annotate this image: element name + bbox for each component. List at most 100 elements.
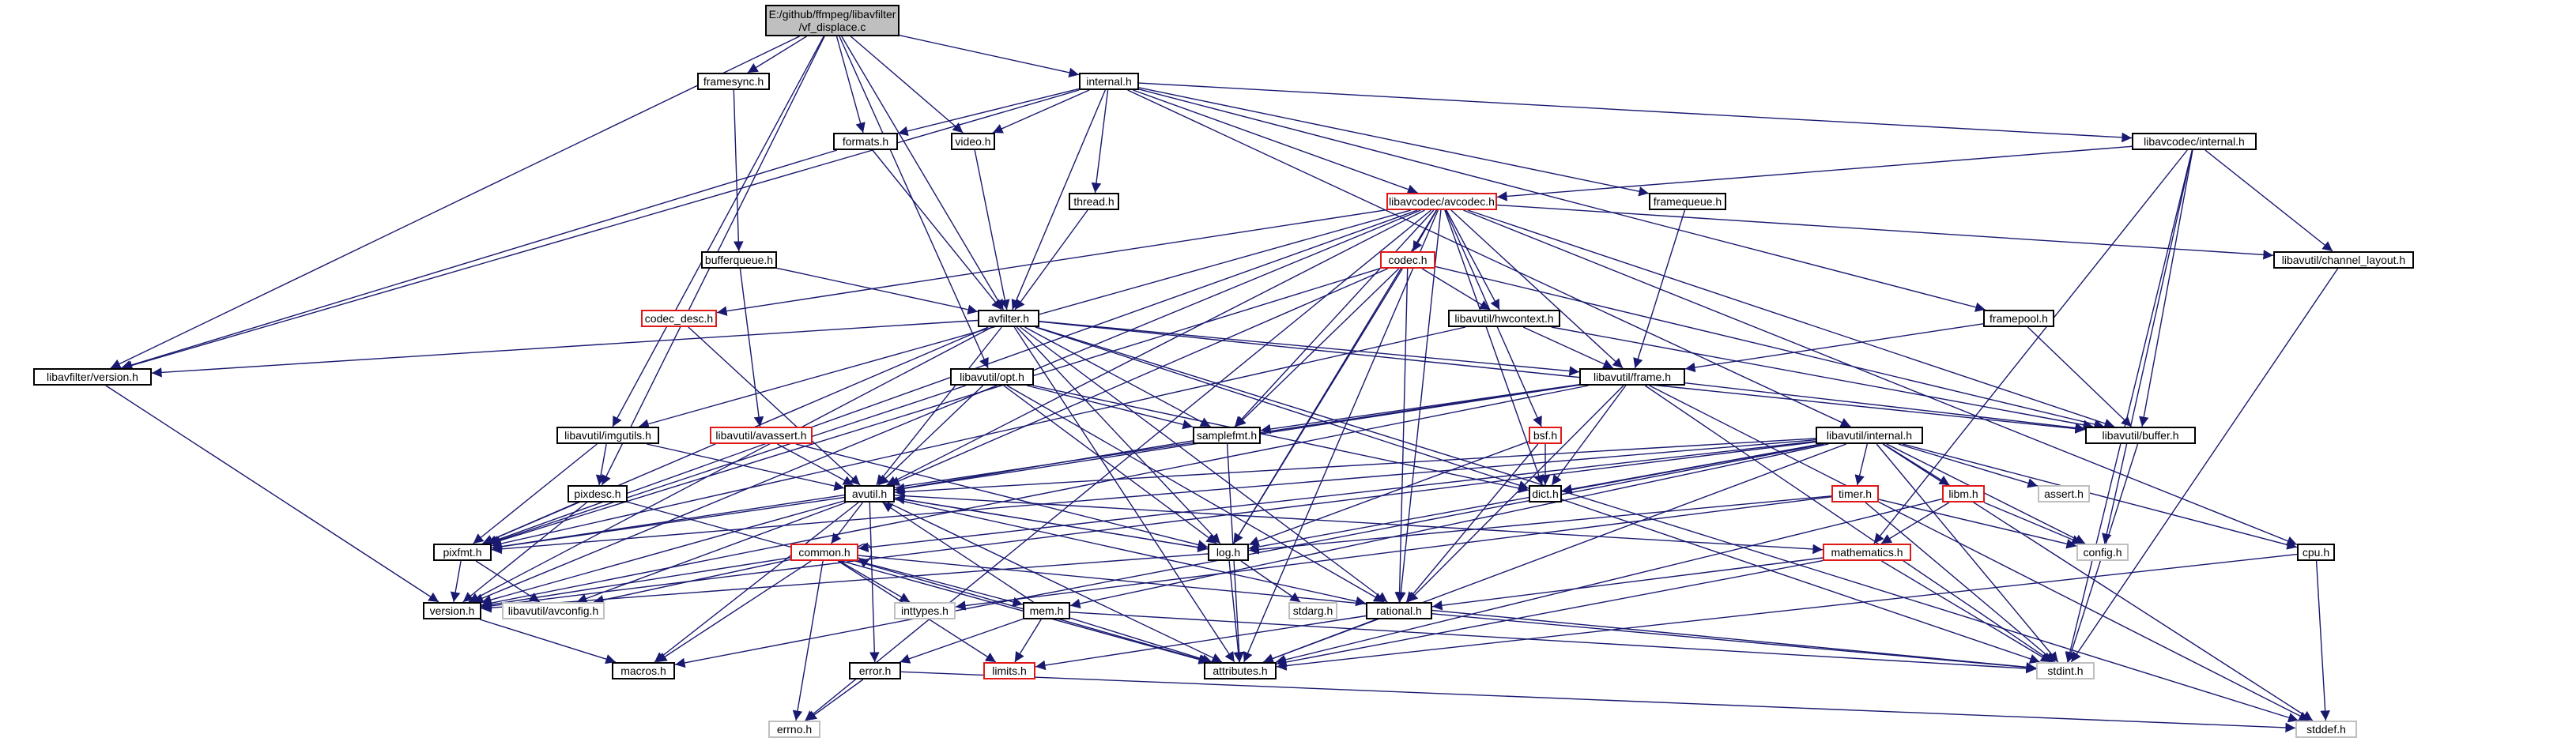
edge-frame-to-stdint <box>1644 385 2054 663</box>
edge-vf-displace-to-imgutils <box>612 36 824 427</box>
edge-imgutils-to-pixdesc <box>595 443 607 486</box>
node-vf-displace[interactable]: E:/github/ffmpeg/libavfilter /vf_displac… <box>765 5 900 36</box>
edge-frame-to-version <box>481 385 1589 608</box>
node-internal[interactable]: internal.h <box>1079 73 1139 90</box>
edge-avutil-to-mathematics <box>894 495 1824 555</box>
edge-imgutils-to-pixfmt <box>473 443 598 544</box>
node-log[interactable]: log.h <box>1208 544 1249 561</box>
node-errno[interactable]: errno.h <box>768 721 820 738</box>
node-config[interactable]: config.h <box>2076 544 2129 561</box>
edge-common-to-errno <box>792 560 824 721</box>
edge-avcodec-to-cpu <box>1463 209 2298 546</box>
edge-avfilter-to-lavfi-version <box>151 319 979 378</box>
edge-libm-to-config <box>1983 502 2083 544</box>
node-limits[interactable]: limits.h <box>983 662 1035 679</box>
edge-channel-layout-to-stdint <box>2070 268 2339 663</box>
node-dict[interactable]: dict.h <box>1529 485 1562 502</box>
edge-util-internal-to-avutil <box>894 438 1816 497</box>
edge-codec-to-pixfmt <box>490 268 1381 546</box>
node-samplefmt[interactable]: samplefmt.h <box>1193 427 1261 444</box>
node-libm[interactable]: libm.h <box>1942 485 1985 502</box>
edge-util-internal-to-cpu <box>1902 443 2298 550</box>
node-video[interactable]: video.h <box>951 133 995 150</box>
node-imgutils[interactable]: libavutil/imgutils.h <box>556 427 659 444</box>
edge-log-to-version <box>481 553 1209 613</box>
node-framepool[interactable]: framepool.h <box>1983 310 2054 327</box>
node-pixfmt[interactable]: pixfmt.h <box>433 544 492 561</box>
edge-vf-displace-to-formats <box>835 36 866 134</box>
node-mathematics[interactable]: mathematics.h <box>1823 544 1911 561</box>
edge-timer-to-stdint <box>1865 502 2056 663</box>
edge-libm-to-attributes <box>1275 498 1943 665</box>
edge-avutil-to-rational <box>894 499 1367 607</box>
node-framesync[interactable]: framesync.h <box>697 73 770 90</box>
node-attributes[interactable]: attributes.h <box>1204 662 1277 679</box>
edge-frame-to-samplefmt <box>1260 384 1580 435</box>
node-thread[interactable]: thread.h <box>1069 193 1119 210</box>
node-cpu[interactable]: cpu.h <box>2297 544 2335 561</box>
node-hwcontext[interactable]: libavutil/hwcontext.h <box>1448 310 1560 327</box>
edge-common-to-version <box>481 557 791 610</box>
edge-mathematics-to-attributes <box>1276 559 1824 668</box>
edge-avfilter-to-log <box>1016 326 1221 544</box>
node-buffer[interactable]: libavutil/buffer.h <box>2085 427 2196 444</box>
edge-internal-to-formats <box>897 88 1080 136</box>
node-avcodec[interactable]: libavcodec/avcodec.h <box>1386 193 1497 210</box>
edge-pixfmt-to-version <box>450 560 462 603</box>
node-util-internal[interactable]: libavutil/internal.h <box>1816 427 1923 444</box>
edge-avutil-to-common <box>830 502 864 544</box>
node-macros[interactable]: macros.h <box>612 662 675 679</box>
node-framequeue[interactable]: framequeue.h <box>1649 193 1726 210</box>
node-lavc-internal[interactable]: libavcodec/internal.h <box>2132 133 2257 150</box>
edge-bsf-to-rational <box>1405 443 1539 603</box>
node-error[interactable]: error.h <box>849 662 901 679</box>
edge-avcodec-to-avutil <box>886 209 1425 486</box>
edge-log-to-avutil <box>894 495 1209 550</box>
node-inttypes[interactable]: inttypes.h <box>894 602 956 619</box>
node-stdarg[interactable]: stdarg.h <box>1288 602 1337 619</box>
node-codec[interactable]: codec.h <box>1380 251 1435 269</box>
node-frame[interactable]: libavutil/frame.h <box>1579 368 1685 386</box>
node-version[interactable]: version.h <box>423 602 481 619</box>
node-formats[interactable]: formats.h <box>833 133 898 150</box>
edge-avcodec-to-frame <box>1450 209 1624 369</box>
node-bsf[interactable]: bsf.h <box>1529 427 1562 444</box>
node-lavfi-version[interactable]: libavfilter/version.h <box>33 368 152 386</box>
node-stdint[interactable]: stdint.h <box>2036 662 2095 679</box>
edge-timer-to-config <box>1878 499 2077 549</box>
edge-common-to-inttypes <box>839 560 911 603</box>
edge-lavc-internal-to-mathematics <box>1873 149 2188 544</box>
edge-vf-displace-to-opt <box>839 36 989 369</box>
edge-framesync-to-bufferqueue <box>733 89 744 252</box>
node-timer[interactable]: timer.h <box>1831 485 1879 502</box>
node-pixdesc[interactable]: pixdesc.h <box>568 485 628 502</box>
node-common[interactable]: common.h <box>790 544 858 561</box>
edge-frame-to-dict <box>1551 385 1627 486</box>
edge-codec-to-buffer <box>1435 265 2105 430</box>
node-mem[interactable]: mem.h <box>1023 602 1070 619</box>
node-avfilter[interactable]: avfilter.h <box>978 310 1039 327</box>
node-avassert[interactable]: libavutil/avassert.h <box>710 427 813 444</box>
edge-bufferqueue-to-avassert <box>739 268 764 427</box>
edge-samplefmt-to-avutil <box>894 440 1194 493</box>
edge-internal-to-framepool <box>1138 88 1986 312</box>
node-rational[interactable]: rational.h <box>1366 602 1432 619</box>
edge-thread-to-avfilter <box>1014 209 1088 311</box>
edge-opt-to-log <box>1003 385 1217 544</box>
edge-avutil-to-version <box>481 500 845 605</box>
edge-codec-to-log <box>1233 268 1403 544</box>
edge-cpu-to-attributes <box>1276 553 2298 671</box>
node-avutil[interactable]: avutil.h <box>844 485 895 502</box>
node-channel-layout[interactable]: libavutil/channel_layout.h <box>2273 251 2414 269</box>
node-assert[interactable]: assert.h <box>2038 485 2090 502</box>
edge-avassert-to-avutil <box>777 443 854 486</box>
node-stddef[interactable]: stddef.h <box>2295 721 2357 738</box>
node-avconfig[interactable]: libavutil/avconfig.h <box>502 602 605 619</box>
edge-mem-to-attributes <box>1069 617 1213 664</box>
edge-mathematics-to-rational <box>1431 557 1824 611</box>
node-bufferqueue[interactable]: bufferqueue.h <box>701 251 777 269</box>
edge-codec-to-hwcontext <box>1421 268 1491 311</box>
node-opt[interactable]: libavutil/opt.h <box>950 368 1034 386</box>
node-codec-desc[interactable]: codec_desc.h <box>641 310 717 327</box>
